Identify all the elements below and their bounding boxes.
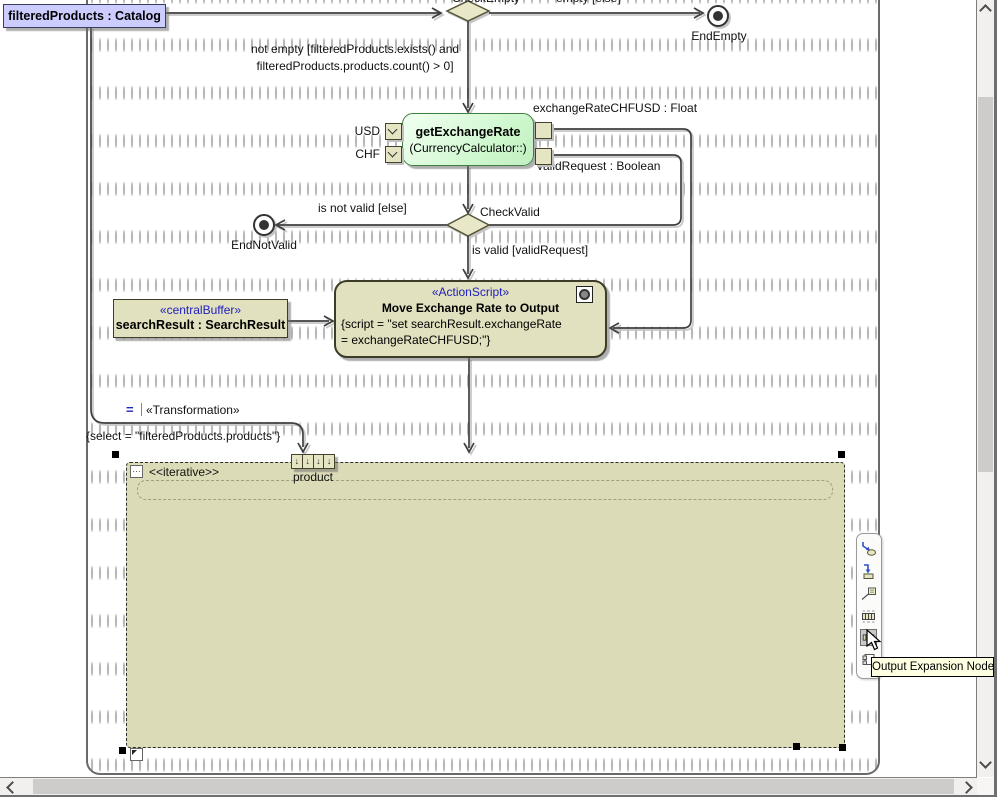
region-collapse-icon[interactable]: … [130,465,143,478]
down-arrow-icon: ↓ [292,455,303,468]
empty-guard-label[interactable]: empty [else] [556,0,621,5]
pin-usd[interactable] [385,123,402,140]
control-flow-icon [862,542,876,556]
window-border-right [994,0,997,797]
centralbuffer-stereotype: «centralBuffer» [159,303,242,317]
input-expansion-node-button[interactable] [860,608,877,625]
transformation-separator [141,403,142,416]
window-border-bottom [0,795,997,797]
object-flow-button[interactable] [860,563,877,580]
action-getexchangerate[interactable]: getExchangeRate (CurrencyCalculator::) [402,113,534,166]
pin-usd-label[interactable]: USD [354,124,380,138]
down-arrow-icon: ↓ [303,455,314,468]
selection-handle-top-right[interactable] [838,451,845,458]
centralbuffer-name: searchResult : SearchResult [115,318,286,332]
selection-handle-bottom[interactable] [793,743,800,750]
pin-validrequest-label[interactable]: validRequest : Boolean [537,159,661,173]
is-not-valid-label[interactable]: is not valid [else] [318,201,407,215]
expansion-node-product[interactable]: ↓↓↓↓ [291,454,335,469]
input-expansion-node-icon [862,610,875,623]
checkvalid-label[interactable]: CheckValid [480,205,540,219]
expansion-node-extra-button[interactable] [860,651,877,668]
select-constraint-label[interactable]: {select = "filteredProducts.products"} [86,429,281,443]
expansion-node-extra-icon [862,654,875,665]
selection-handle-bottom-left[interactable] [119,747,126,754]
region-link-icon[interactable] [130,748,143,761]
control-flow-button[interactable] [860,540,877,557]
smart-manipulator-toolbar [856,533,882,679]
action-context: (CurrencyCalculator::) [409,140,527,155]
comment-link-button[interactable] [860,585,877,602]
tooltip: Output Expansion Node [871,657,994,677]
transformation-equals-icon: = [126,402,134,417]
checkempty-label[interactable]: CheckEmpty [452,0,520,5]
pin-arrow-icon [387,147,398,158]
expansion-region[interactable] [126,462,845,748]
object-flow-icon [863,564,874,579]
down-arrow-icon: ↓ [326,456,332,466]
transformation-stereotype[interactable]: «Transformation» [146,403,240,417]
scrollbar-corner [977,778,994,795]
product-label[interactable]: product [292,470,334,484]
endempty-label[interactable]: EndEmpty [691,29,747,43]
pin-chf[interactable] [385,146,402,163]
action-name: getExchangeRate [415,124,521,139]
mouse-cursor-icon [866,628,888,658]
action-move-exchange-rate[interactable]: «ActionScript» Move Exchange Rate to Out… [334,280,607,358]
pin-exchangerate-label[interactable]: exchangeRateCHFUSD : Float [533,101,698,115]
down-arrow-icon: ↓ [314,455,325,468]
selection-handle-top-left[interactable] [112,451,119,458]
selection-handle-bottom-right[interactable] [839,744,846,751]
comment-link-icon [861,587,876,600]
behavior-gear-icon[interactable] [576,286,593,303]
pin-arrow-icon [387,124,398,135]
actionscript-name: Move Exchange Rate to Output [381,301,560,315]
endnotvalid-label[interactable]: EndNotValid [231,238,297,252]
pin-chf-label[interactable]: CHF [355,147,380,161]
expansion-region-inner-compartment[interactable] [137,480,833,500]
pin-validrequest-out[interactable] [535,148,552,165]
central-buffer-searchresult[interactable]: «centralBuffer» searchResult : SearchRes… [113,299,288,338]
actionscript-stereotype: «ActionScript» [431,285,510,299]
vertical-scrollbar-thumb[interactable] [978,97,993,472]
object-node-label: filteredProducts : Catalog [8,9,161,23]
horizontal-scrollbar-thumb[interactable] [33,779,954,794]
actionscript-script-line2: = exchangeRateCHFUSD;"} [341,333,491,347]
object-node-filteredproducts[interactable]: filteredProducts : Catalog [3,4,166,28]
is-valid-label[interactable]: is valid [validRequest] [472,243,589,257]
scrollbar-separator-horizontal [0,777,977,778]
not-empty-guard-label[interactable]: not empty [filteredProducts.exists() and… [250,42,460,73]
iterative-keyword-label[interactable]: <<iterative>> [149,465,220,479]
scrollbar-separator-vertical [976,0,977,777]
actionscript-script-line1: {script = "set searchResult.exchangeRate [341,317,562,331]
pin-exchangerate-out[interactable] [535,122,552,139]
